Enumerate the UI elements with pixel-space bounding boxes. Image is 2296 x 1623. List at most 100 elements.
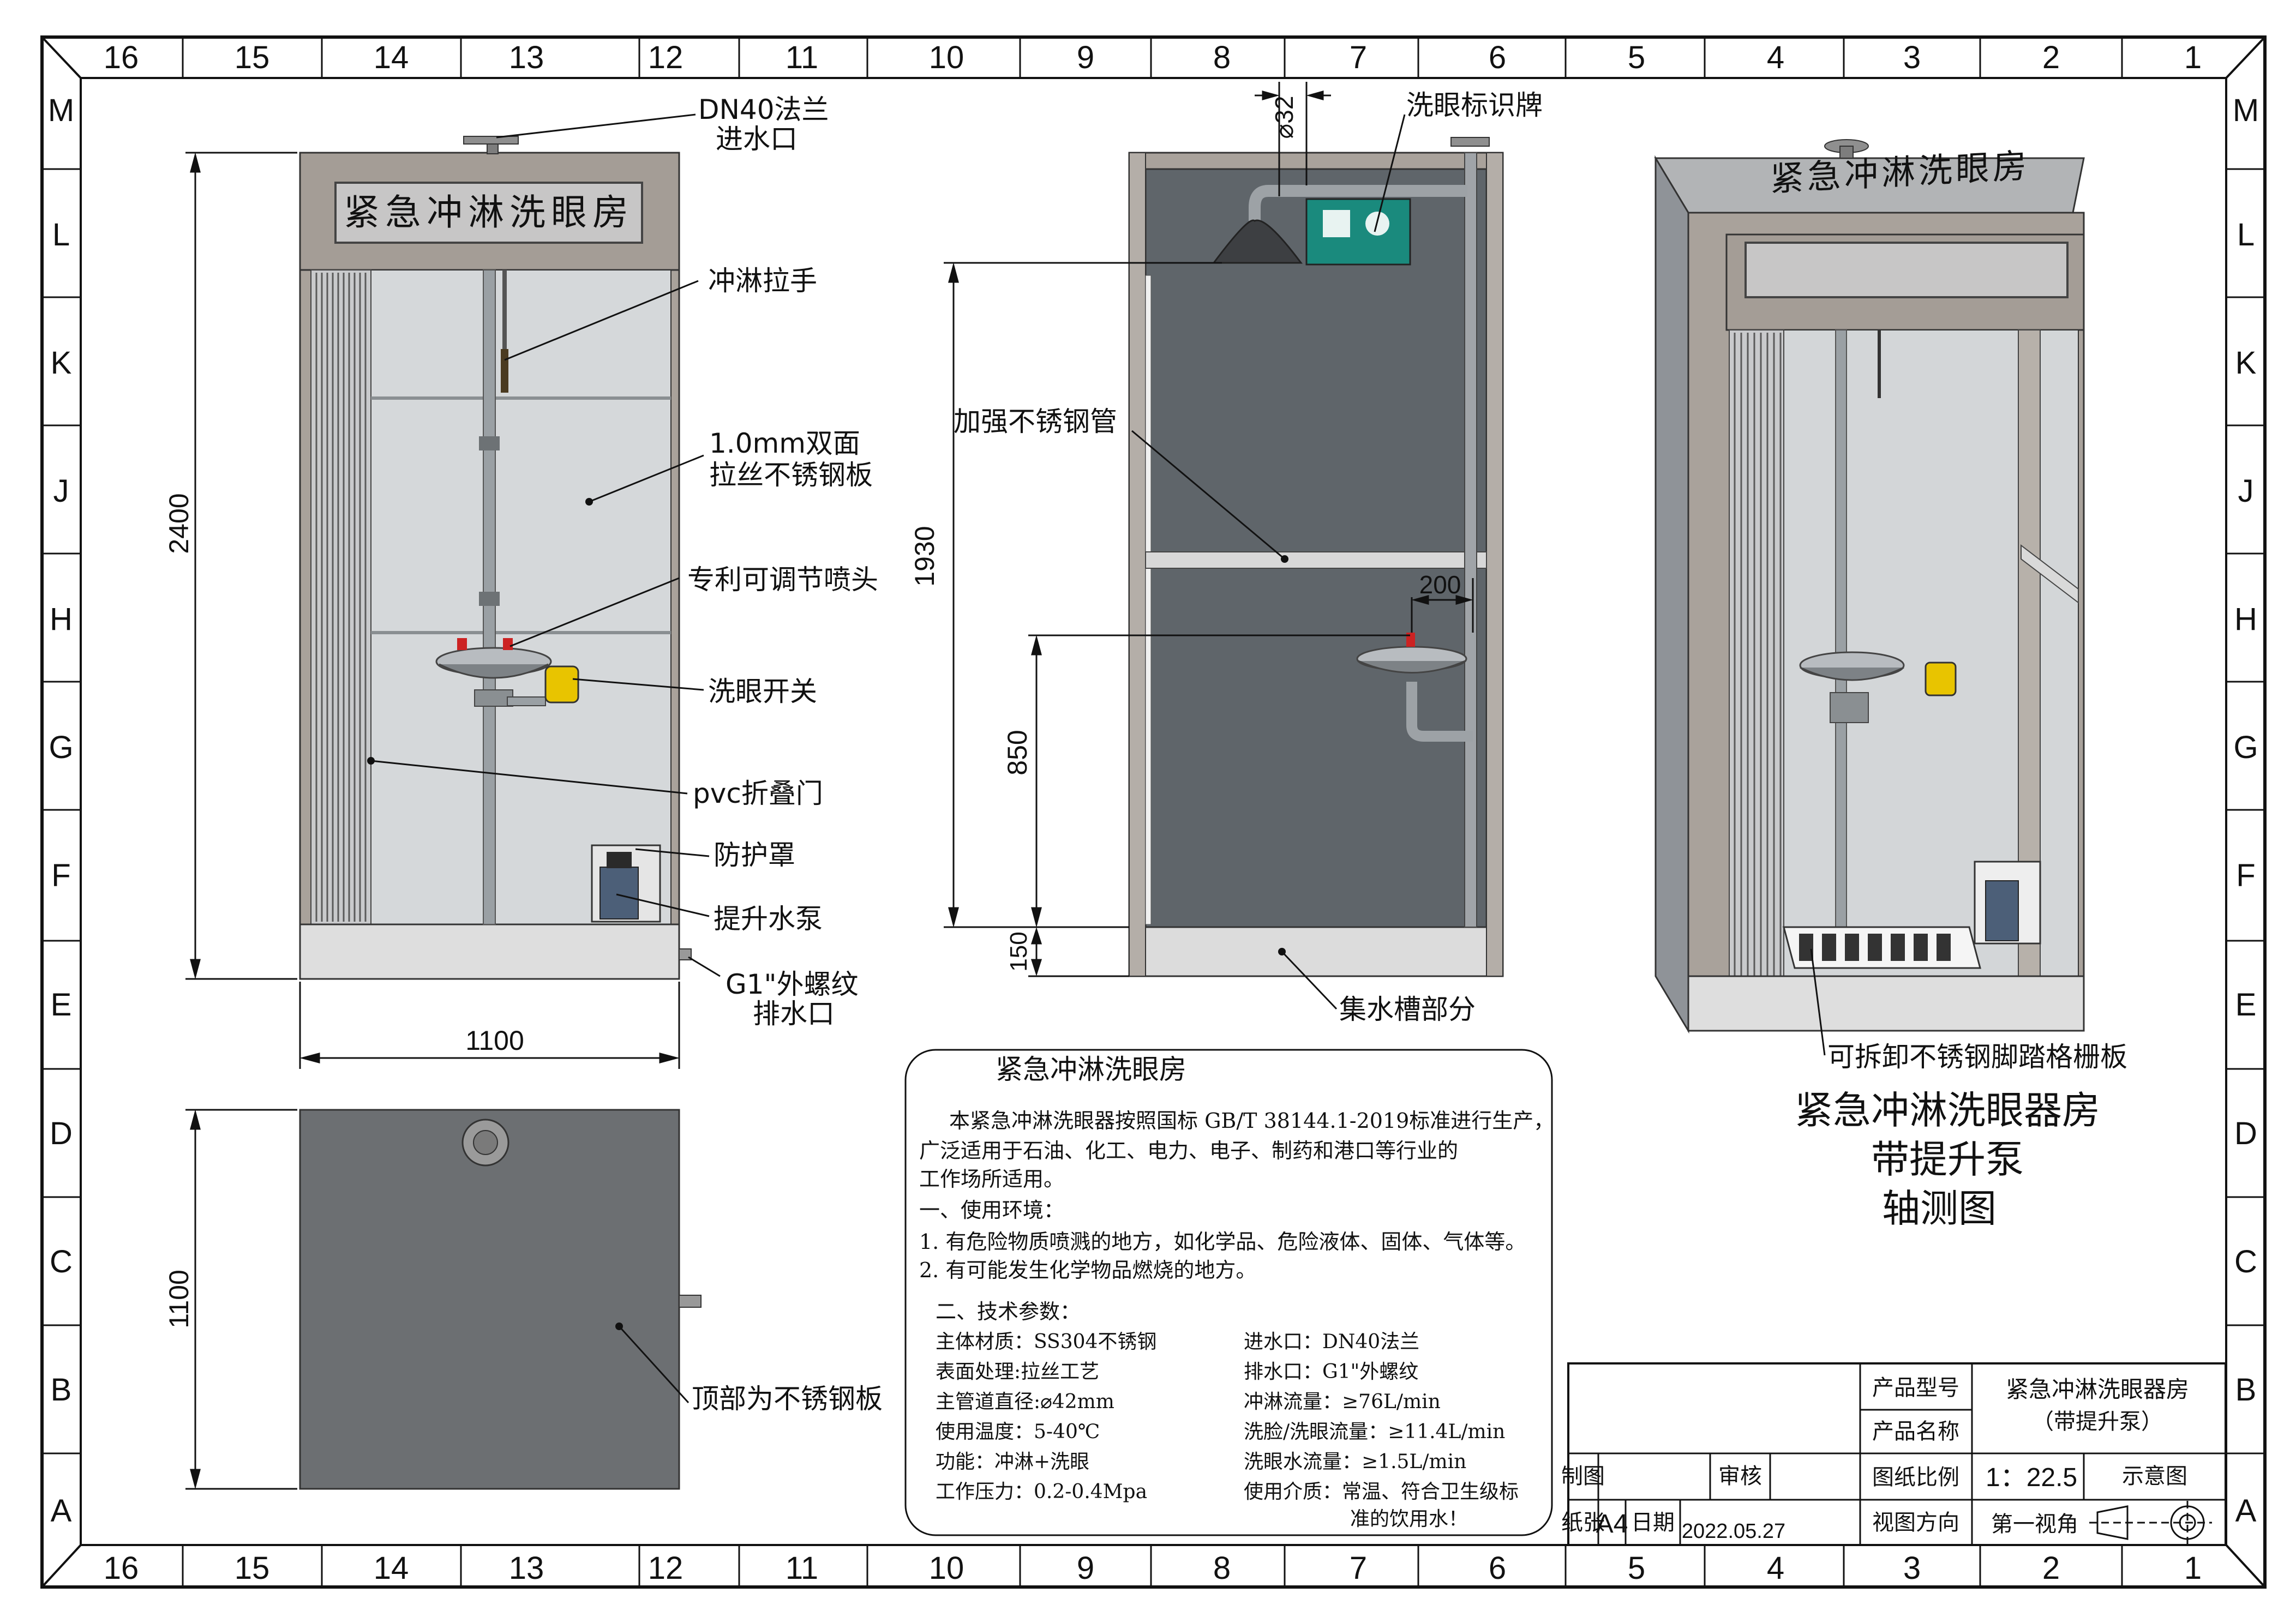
- eyewash-sign-label: 洗眼标识牌: [1406, 89, 1543, 121]
- cabin-sign-text: 紧急冲淋洗眼房: [344, 191, 634, 233]
- zone-letter: H: [2234, 602, 2257, 637]
- trough-label: 集水槽部分: [1339, 994, 1476, 1025]
- reinforcement-pipe-label: 加强不锈钢管: [954, 406, 1117, 437]
- zone-numbers-bottom: 16 15 14 13 12 11 10 9 8 7 6 5 4 3 2 1: [104, 1550, 2202, 1586]
- zone-number: 15: [235, 1550, 270, 1586]
- iso-title-line3: 轴测图: [1882, 1186, 1997, 1231]
- panel-label: 1.0mm双面: [709, 428, 860, 459]
- grating-label: 可拆卸不锈钢脚踏格栅板: [1827, 1041, 2127, 1073]
- dim-height: 2400: [164, 493, 194, 554]
- pump-label: 提升水泵: [714, 903, 823, 935]
- zone-number: 3: [1903, 40, 1921, 75]
- zone-number: 7: [1350, 1550, 1367, 1586]
- zone-letter: B: [2235, 1372, 2257, 1408]
- zone-numbers-top: 16 15 14 13 12 11 10 9 8 7 6 5 4 3 2 1: [104, 40, 2202, 75]
- zone-number: 13: [509, 1550, 544, 1586]
- notes-param: 洗眼水流量：≥1.5L/min: [1244, 1451, 1466, 1473]
- drain-label: G1"外螺纹: [726, 969, 859, 1000]
- cabin-sign: [334, 182, 643, 244]
- zone-letter: E: [51, 987, 72, 1023]
- reviewer-label: 审核: [1718, 1464, 1762, 1489]
- paper-value: A4: [1596, 1510, 1628, 1538]
- zone-number: 10: [929, 40, 964, 75]
- notes-env-2: 2. 有可能发生化学物品燃烧的地方。: [919, 1258, 1256, 1282]
- nozzle-label: 专利可调节喷头: [687, 564, 878, 596]
- zone-number: 11: [786, 1550, 818, 1586]
- date-value: 2022.05.27: [1682, 1520, 1785, 1543]
- shower-head: [1212, 219, 1303, 264]
- zone-number: 9: [1077, 1550, 1094, 1586]
- inlet-label: DN40法兰: [698, 94, 829, 125]
- notes-intro-line3: 工作场所适用。: [919, 1167, 1064, 1191]
- scale-label: 图纸比例: [1872, 1465, 1959, 1490]
- top-plate: [299, 1109, 680, 1490]
- notes-param: 主管道直径:⌀42mm: [936, 1391, 1114, 1413]
- notes-param: 主体材质：SS304不锈钢: [936, 1331, 1156, 1353]
- dim-offset: 200: [1419, 570, 1461, 599]
- guard-label: 防护罩: [714, 839, 795, 871]
- notes-param: 洗脸/洗眼流量：≥11.4L/min: [1244, 1421, 1505, 1443]
- zone-number: 14: [374, 1550, 409, 1586]
- drawing-frame: [40, 35, 2267, 1589]
- zone-letter: A: [51, 1493, 72, 1529]
- notes-intro-line2: 广泛适用于石油、化工、电力、电子、制药和港口等行业的: [919, 1139, 1458, 1163]
- paper-label: 纸张: [1561, 1510, 1605, 1535]
- notes-title: 紧急冲淋洗眼房: [996, 1054, 1186, 1085]
- zone-letter: K: [51, 345, 72, 381]
- notes-param: 排水口：G1"外螺纹: [1244, 1361, 1418, 1383]
- cabin-base: [299, 923, 680, 980]
- zone-letter: D: [50, 1116, 73, 1151]
- notes-param: 功能：冲淋+洗眼: [936, 1451, 1089, 1473]
- zone-letter: H: [50, 602, 73, 637]
- notes-param: 进水口：DN40法兰: [1244, 1331, 1419, 1353]
- zone-number: 16: [104, 1550, 139, 1586]
- zone-number: 12: [648, 40, 684, 75]
- notes-env-title: 一、使用环境：: [919, 1198, 1064, 1222]
- date-label: 日期: [1631, 1510, 1675, 1535]
- zone-number: 12: [648, 1550, 684, 1586]
- collection-trough: [1128, 926, 1504, 977]
- front-view: 紧急冲淋洗眼房: [164, 94, 878, 1069]
- scale-value: 1：22.5: [1986, 1463, 2077, 1492]
- zone-letter: E: [2235, 987, 2257, 1023]
- reinforcement-pipe: [1145, 551, 1487, 569]
- zone-number: 8: [1213, 40, 1231, 75]
- pvc-fold-door: [310, 269, 371, 925]
- product-name: 紧急冲淋洗眼器房: [2006, 1376, 2189, 1403]
- view-value: 第一视角: [1991, 1512, 2078, 1537]
- name-label: 产品名称: [1872, 1419, 1959, 1444]
- title-block: 产品型号 产品名称 紧急冲淋洗眼器房 （带提升泵） 制图 审核 图纸比例 1：2…: [1561, 1362, 2227, 1546]
- eyewash-sign-plate: [1305, 198, 1411, 266]
- zone-number: 8: [1213, 1550, 1231, 1586]
- zone-letter: G: [2233, 730, 2258, 765]
- notes-param: 表面处理:拉丝工艺: [936, 1361, 1099, 1383]
- top-plate-label: 顶部为不锈钢板: [692, 1383, 883, 1415]
- zone-number: 5: [1628, 40, 1645, 75]
- drain-outlet: [679, 948, 692, 960]
- projection-symbol-icon: [2089, 1501, 2212, 1544]
- zone-number: 2: [2042, 40, 2060, 75]
- zone-letter: F: [2236, 858, 2255, 893]
- zone-letter: M: [2233, 93, 2259, 128]
- zone-letter: K: [2235, 345, 2257, 381]
- zone-number: 1: [2184, 40, 2202, 75]
- dim-depth: 1100: [164, 1270, 194, 1329]
- zone-number: 15: [235, 40, 270, 75]
- zone-letter: D: [2234, 1116, 2257, 1151]
- zone-letter: M: [48, 93, 74, 128]
- zone-letter: J: [53, 473, 69, 509]
- zone-number: 1: [2184, 1550, 2202, 1586]
- dim-bowl-height: 850: [1002, 730, 1033, 775]
- zone-letter: C: [2234, 1244, 2257, 1279]
- notes-param: 冲淋流量：≥76L/min: [1244, 1391, 1441, 1413]
- notes-tech-title: 二、技术参数：: [936, 1300, 1081, 1324]
- zone-number: 7: [1350, 40, 1367, 75]
- zone-number: 11: [786, 40, 818, 75]
- zone-number: 14: [374, 40, 409, 75]
- notes-param: 准的饮用水！: [1350, 1508, 1468, 1530]
- side-view: ⌀32 1930 850 150 200 洗眼标识牌 加强不锈钢管 集水槽部分: [909, 82, 1543, 1025]
- inlet-label-line2: 进水口: [716, 123, 798, 155]
- zone-letter: F: [51, 858, 70, 893]
- notes-param: 使用介质：常温、符合卫生级标: [1244, 1481, 1519, 1503]
